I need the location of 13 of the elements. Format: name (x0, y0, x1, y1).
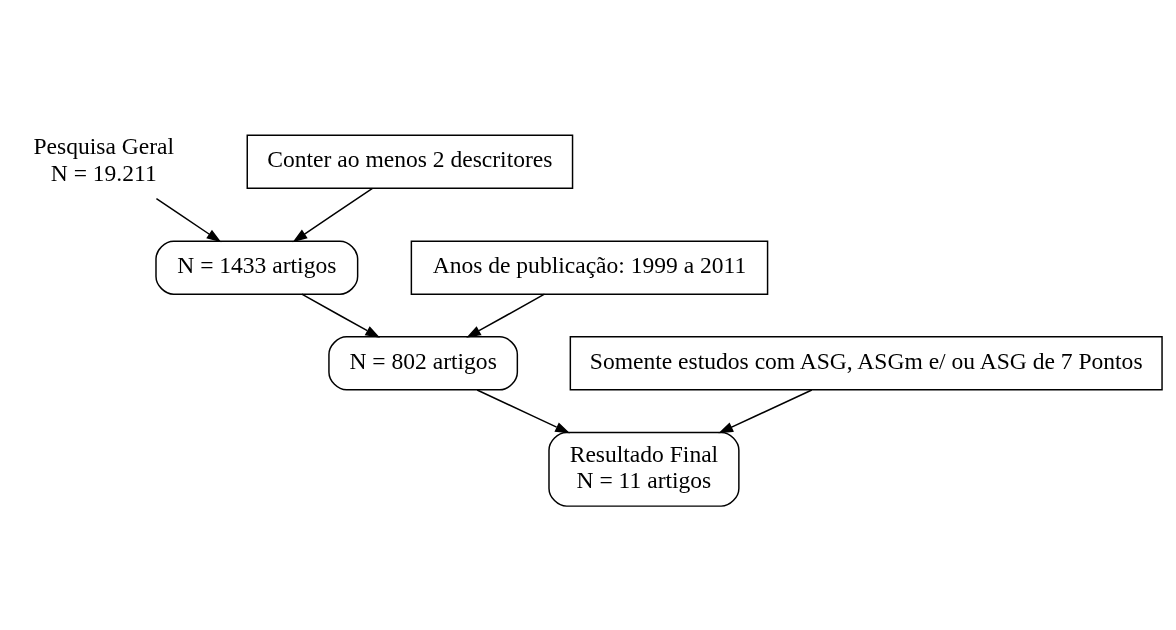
node-box: Conter ao menos 2 descritores (246, 133, 574, 189)
arrow (292, 187, 374, 242)
arrow (155, 197, 222, 242)
arrow (476, 388, 570, 433)
arrow (301, 293, 381, 338)
arrow (718, 388, 813, 433)
arrow (466, 293, 546, 338)
node-box: Resultado Final N = 11 artigos (548, 431, 740, 507)
node-box: Anos de publicação: 1999 a 2011 (410, 239, 769, 295)
node-box: Somente estudos com ASG, ASGm e/ ou ASG de 7 Pontos (569, 335, 1163, 391)
node-box: N = 1433 artigos (155, 239, 359, 295)
node-text: Pesquisa Geral N = 19.211 (33, 132, 175, 186)
node-box: N = 802 artigos (328, 335, 519, 391)
